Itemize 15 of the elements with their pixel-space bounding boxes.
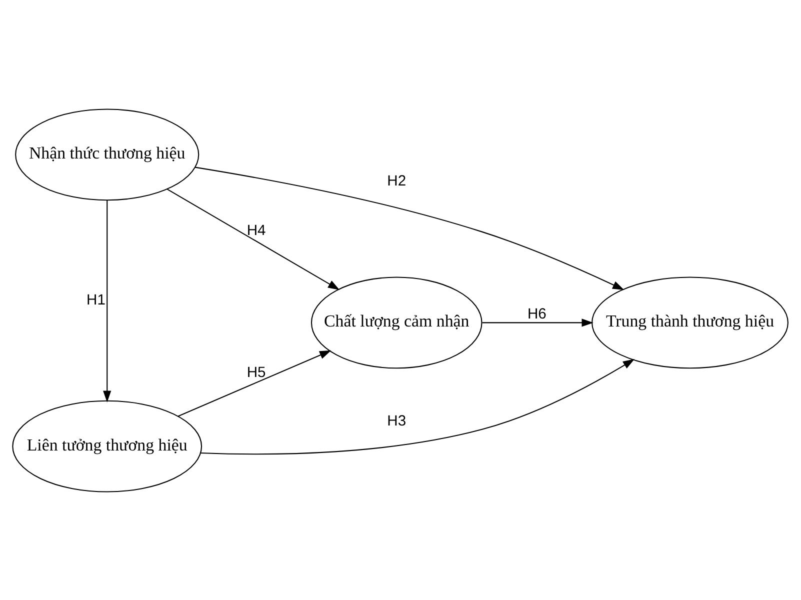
arrow bbox=[178, 350, 332, 416]
edge-label: H1 bbox=[86, 292, 106, 308]
node-ellipse: Liên tưởng thương hiệu bbox=[12, 400, 202, 492]
edge-label: H2 bbox=[387, 173, 406, 190]
node-ellipse: Chất lượng cảm nhận bbox=[310, 276, 482, 368]
arrow bbox=[195, 166, 624, 290]
arrow bbox=[103, 200, 112, 402]
arrow bbox=[200, 358, 635, 454]
arrow bbox=[482, 318, 594, 326]
edge-label: H4 bbox=[246, 222, 266, 239]
arrow bbox=[166, 188, 340, 290]
edge-label: H3 bbox=[387, 412, 406, 429]
edge-label: H6 bbox=[527, 306, 546, 322]
edge-label: H5 bbox=[246, 364, 266, 380]
node-ellipse: Nhận thức thương hiệu bbox=[15, 108, 200, 200]
